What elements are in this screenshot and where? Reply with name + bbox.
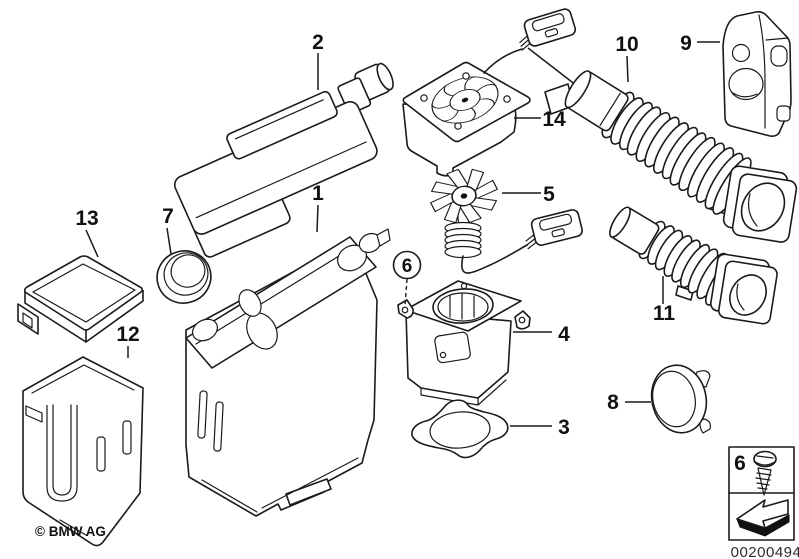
direction-arrow-icon	[736, 499, 790, 537]
part-14-blower-fan	[402, 61, 531, 177]
callout-2[interactable]: 2	[312, 31, 324, 54]
callout-6-label: 6	[402, 256, 413, 277]
callout-leader-lines	[85, 41, 720, 427]
callout-13[interactable]: 13	[75, 207, 98, 230]
callout-7[interactable]: 7	[162, 205, 174, 228]
part-10-corrugated-hose-large	[544, 70, 798, 243]
part-11-corrugated-hose-small	[609, 206, 778, 325]
callout-1[interactable]: 1	[312, 182, 324, 205]
callout-12[interactable]: 12	[116, 323, 139, 346]
image-number: 00200494	[731, 544, 799, 559]
part-1-e-box-housing	[185, 228, 391, 517]
callout-3[interactable]: 3	[558, 416, 570, 439]
part-3-gasket	[411, 399, 509, 459]
callout-6-circled[interactable]: 6	[392, 250, 422, 280]
legend-box: 6	[728, 446, 795, 541]
part-9-bracket	[722, 11, 792, 137]
screw-icon	[753, 450, 777, 496]
part-14-wire-connector	[483, 8, 577, 74]
callout-10[interactable]: 10	[615, 33, 638, 56]
part-4-fan-housing	[397, 280, 531, 406]
callout-4[interactable]: 4	[558, 323, 570, 346]
callout-14[interactable]: 14	[542, 108, 566, 131]
part-7-sealing-ring	[156, 250, 212, 304]
part-8-blind-plug	[650, 364, 711, 434]
copyright-text: © BMW AG	[35, 524, 106, 539]
callout-5[interactable]: 5	[543, 183, 555, 206]
callout-8[interactable]: 8	[607, 391, 619, 414]
callout-11[interactable]: 11	[653, 302, 676, 325]
part-13-cover-lid	[17, 255, 144, 343]
callout-9[interactable]: 9	[680, 32, 692, 55]
part-2-upper-housing-cover	[173, 62, 394, 258]
part-5-fan-impeller	[430, 168, 583, 274]
part-12-lower-box	[22, 356, 144, 547]
legend-item-number: 6	[734, 452, 746, 475]
